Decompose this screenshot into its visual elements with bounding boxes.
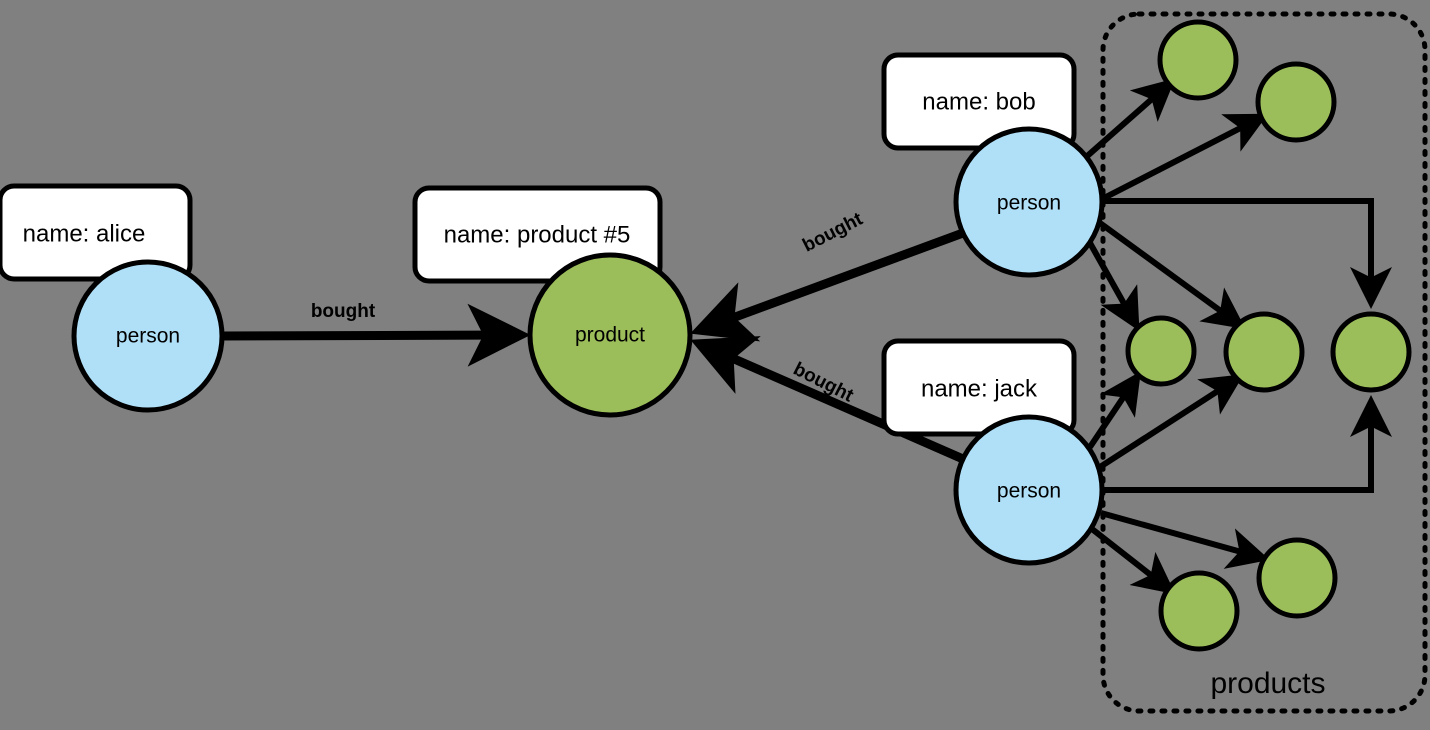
label-box-text: name: alice (23, 220, 146, 247)
edge-line (1083, 78, 1176, 161)
product-node-label: product (575, 324, 645, 347)
edge-jack-bought-product (690, 336, 965, 464)
edge-line (221, 303, 531, 367)
edge-bob-to-product-5 (1102, 198, 1392, 309)
edge-line (1102, 198, 1392, 309)
edge-line (1098, 374, 1244, 470)
edge-bob-to-product-2 (1100, 113, 1269, 202)
edge-line (1087, 241, 1140, 332)
product-node-p3[interactable] (1125, 315, 1197, 387)
label-box-text: name: product #5 (444, 221, 631, 248)
edge-alice-bought-product (221, 303, 531, 367)
edge-jack-to-product-5 (1102, 395, 1392, 493)
person-node-jack[interactable]: person (953, 414, 1105, 566)
edge-line (1087, 371, 1141, 449)
person-node-bob[interactable]: person (953, 126, 1105, 278)
edge-bob-to-product-1 (1083, 78, 1176, 161)
edge-jack-to-product-7 (1100, 510, 1270, 569)
edge-line (1102, 395, 1392, 493)
person-node-label: person (997, 192, 1061, 215)
edge-bob-bought-product (690, 228, 965, 342)
edge-bob-to-product-3 (1087, 241, 1140, 332)
product-circle[interactable] (1157, 19, 1239, 101)
person-node-label: person (997, 480, 1061, 503)
product-circle[interactable] (1330, 311, 1412, 393)
label-box-jack-name: name: jack (881, 338, 1077, 437)
label-box-alice-name: name: alice (0, 183, 193, 282)
edge-line (1100, 510, 1270, 569)
edge-line (690, 336, 965, 464)
person-circle[interactable] (71, 259, 225, 413)
product-node-p5[interactable] (1330, 311, 1412, 393)
edge-line (690, 228, 965, 342)
person-node-alice[interactable]: person (71, 259, 225, 413)
product-node-p7[interactable] (1256, 537, 1338, 619)
product-node-p6[interactable] (1158, 570, 1240, 652)
person-circle[interactable] (953, 414, 1105, 566)
label-box-text: name: jack (921, 375, 1038, 402)
person-node-label: person (116, 325, 180, 348)
edge-jack-to-product-4 (1098, 374, 1244, 470)
product-node-main[interactable]: product (527, 252, 693, 418)
product-node-p1[interactable] (1157, 19, 1239, 101)
products-cluster-boundary (1100, 11, 1428, 714)
edge-label-alice-bought: bought (311, 301, 376, 322)
edge-bob-to-product-4 (1098, 220, 1246, 330)
product-circle[interactable] (1256, 537, 1338, 619)
edge-line (1098, 220, 1246, 330)
edge-line (1100, 113, 1269, 202)
product-circle[interactable] (1255, 61, 1337, 143)
label-box-rect (0, 183, 193, 282)
edge-line (1090, 526, 1176, 595)
product-circle[interactable] (1223, 311, 1305, 393)
product-node-p4[interactable] (1223, 311, 1305, 393)
edge-jack-to-product-3 (1087, 371, 1141, 449)
product-circle[interactable] (527, 252, 693, 418)
product-circle[interactable] (1158, 570, 1240, 652)
label-box-text: name: bob (922, 88, 1035, 115)
edge-jack-to-product-6 (1090, 526, 1176, 595)
product-node-p2[interactable] (1255, 61, 1337, 143)
products-cluster-label: products (1210, 667, 1325, 700)
person-circle[interactable] (953, 126, 1105, 278)
product-circle[interactable] (1125, 315, 1197, 387)
